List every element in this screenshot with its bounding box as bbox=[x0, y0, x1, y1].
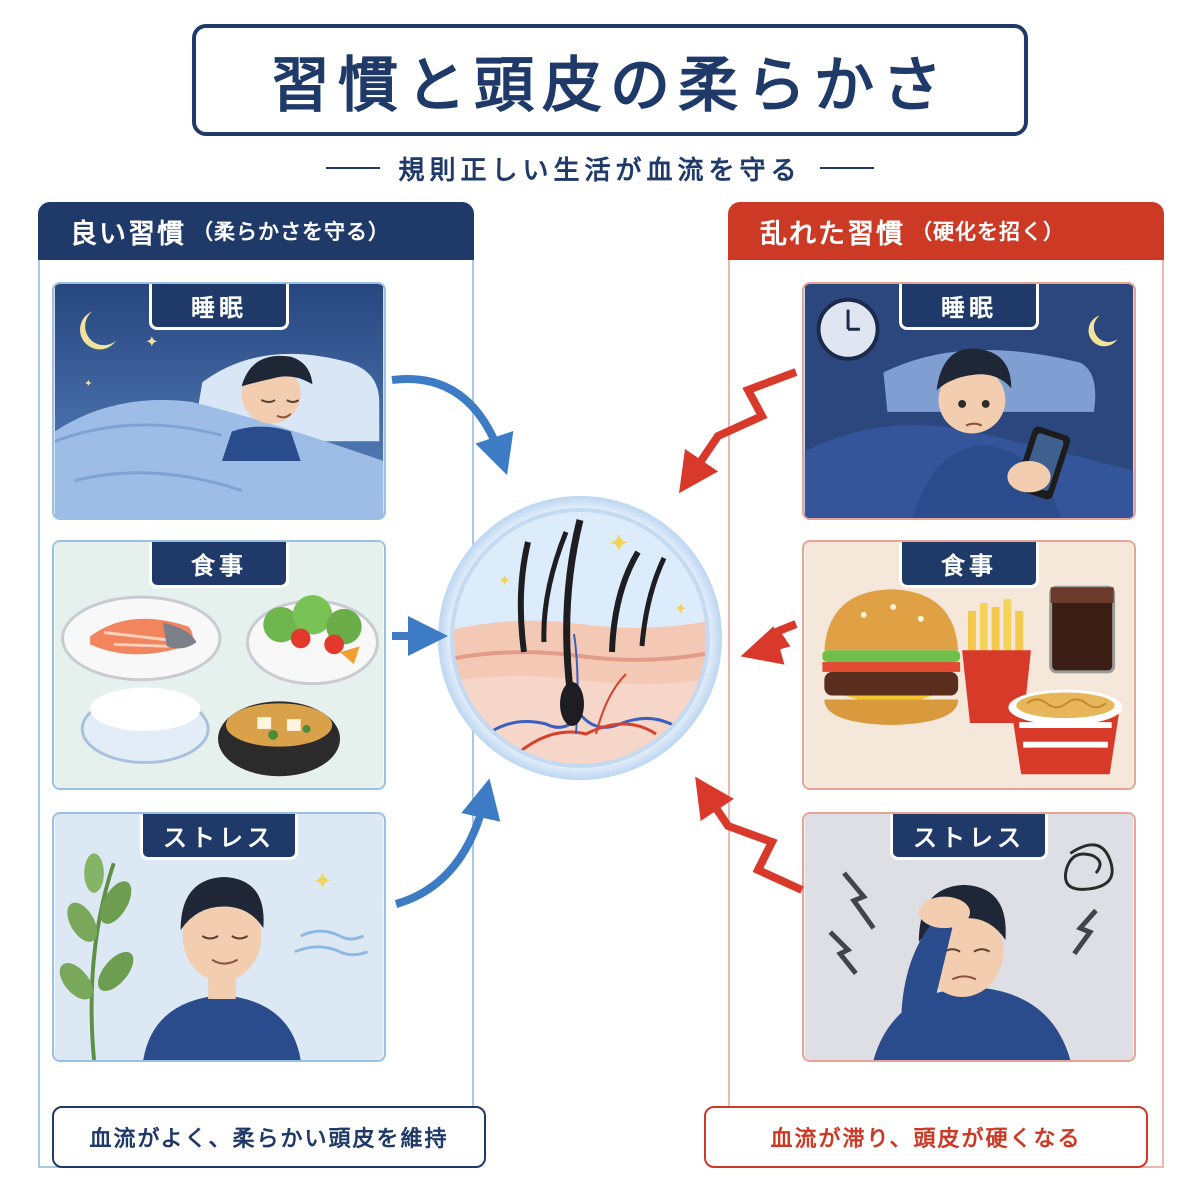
svg-text:✦: ✦ bbox=[84, 378, 92, 389]
bad-header-subtitle: （硬化を招く） bbox=[911, 220, 1065, 244]
good-stress-label: ストレス bbox=[140, 814, 298, 860]
good-summary-box: 血流がよく、柔らかい頭皮を維持 bbox=[52, 1106, 486, 1168]
bad-meal-label: 食事 bbox=[899, 542, 1039, 588]
good-stress-panel: ✦ ストレス bbox=[52, 812, 386, 1062]
svg-text:✦: ✦ bbox=[145, 332, 158, 351]
good-sleep-label: 睡眠 bbox=[149, 284, 289, 330]
bad-stress-label: ストレス bbox=[890, 814, 1048, 860]
subtitle: 規則正しい生活が血流を守る bbox=[398, 155, 802, 186]
good-summary-text: 血流がよく、柔らかい頭皮を維持 bbox=[89, 1127, 449, 1152]
good-meal-label: 食事 bbox=[149, 542, 289, 588]
good-meal-panel: 食事 bbox=[52, 540, 386, 790]
good-sleep-panel: ✦ ✦ 睡眠 bbox=[52, 282, 386, 520]
svg-text:✦: ✦ bbox=[498, 571, 511, 590]
bad-meal-panel: 食事 bbox=[802, 540, 1136, 790]
bad-header-title: 乱れた習慣 bbox=[760, 218, 905, 250]
svg-text:✦: ✦ bbox=[674, 599, 687, 618]
bad-sleep-label: 睡眠 bbox=[899, 284, 1039, 330]
bad-sleep-panel: 睡眠 bbox=[802, 282, 1136, 520]
good-header-title: 良い習慣 bbox=[70, 218, 186, 250]
bad-summary-box: 血流が滞り、頭皮が硬くなる bbox=[704, 1106, 1148, 1168]
junk-food-icon bbox=[804, 542, 1134, 788]
japanese-meal-icon bbox=[54, 542, 384, 788]
scalp-cross-section-icon: ✦ ✦ ✦ bbox=[438, 496, 722, 780]
subtitle-dash-right bbox=[819, 167, 874, 169]
svg-text:✦: ✦ bbox=[608, 529, 630, 559]
subtitle-row: 規則正しい生活が血流を守る bbox=[0, 148, 1200, 188]
bad-summary-text: 血流が滞り、頭皮が硬くなる bbox=[770, 1127, 1082, 1152]
subtitle-dash-left bbox=[326, 167, 381, 169]
bad-stress-panel: ストレス bbox=[802, 812, 1136, 1062]
page-title: 習慣と頭皮の柔らかさ bbox=[270, 50, 950, 121]
good-header-subtitle: （柔らかさを守る） bbox=[192, 220, 390, 244]
title-box: 習慣と頭皮の柔らかさ bbox=[192, 24, 1028, 136]
good-column-header: 良い習慣 （柔らかさを守る） bbox=[38, 202, 474, 260]
bad-column-header: 乱れた習慣 （硬化を招く） bbox=[728, 202, 1164, 260]
svg-text:✦: ✦ bbox=[312, 867, 332, 895]
